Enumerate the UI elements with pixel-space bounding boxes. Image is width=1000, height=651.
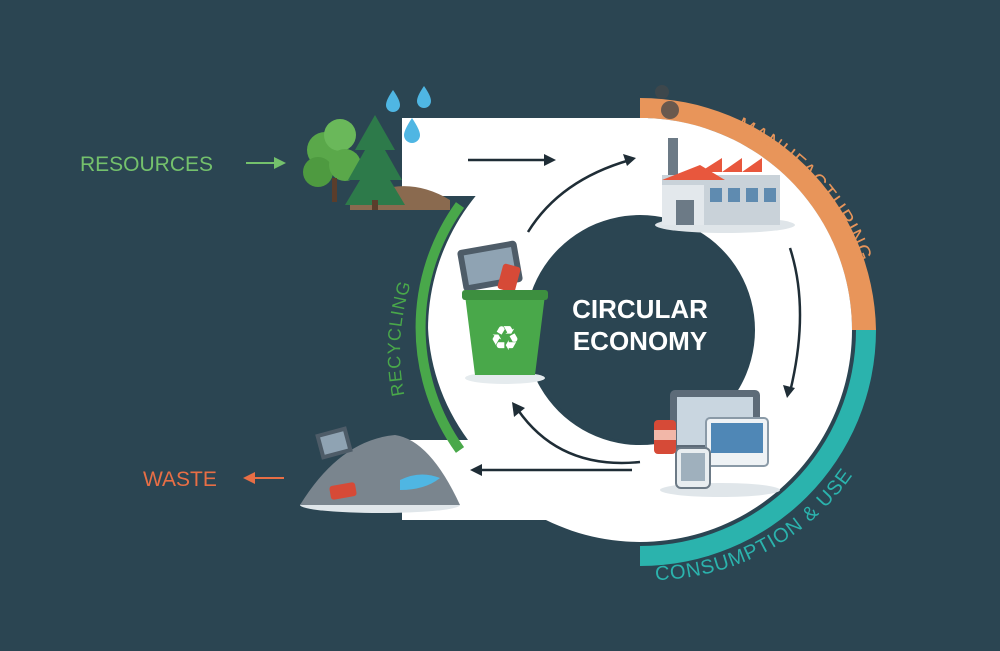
recycling-gap bbox=[402, 196, 468, 440]
center-disk bbox=[528, 218, 752, 442]
center-title-line1: CIRCULAR bbox=[572, 294, 708, 324]
arrow-heads bbox=[470, 154, 795, 476]
resources-label: RESOURCES bbox=[80, 153, 213, 176]
center-title-line2: ECONOMY bbox=[573, 326, 707, 356]
arrow-factory-to-use bbox=[788, 247, 802, 393]
factory-icon bbox=[655, 85, 795, 233]
waste-label: WASTE bbox=[143, 468, 217, 491]
waste-pile-icon bbox=[300, 426, 460, 513]
trees-icon bbox=[303, 115, 450, 210]
resources-arrow bbox=[246, 157, 286, 169]
manufacturing-arc bbox=[640, 98, 876, 330]
consumption-arc bbox=[640, 330, 876, 566]
water-drops-icon bbox=[386, 86, 431, 143]
devices-icon bbox=[654, 390, 780, 497]
cycle-arrows bbox=[468, 158, 802, 472]
arrow-use-to-recycle bbox=[516, 409, 641, 465]
waste-arrow bbox=[243, 472, 284, 484]
recycling-arc-edge bbox=[415, 202, 465, 453]
arrow-recycle-to-factory bbox=[526, 158, 631, 233]
svg-text:♻: ♻ bbox=[490, 320, 520, 358]
recycle-bin-icon: ♻ bbox=[457, 240, 548, 384]
